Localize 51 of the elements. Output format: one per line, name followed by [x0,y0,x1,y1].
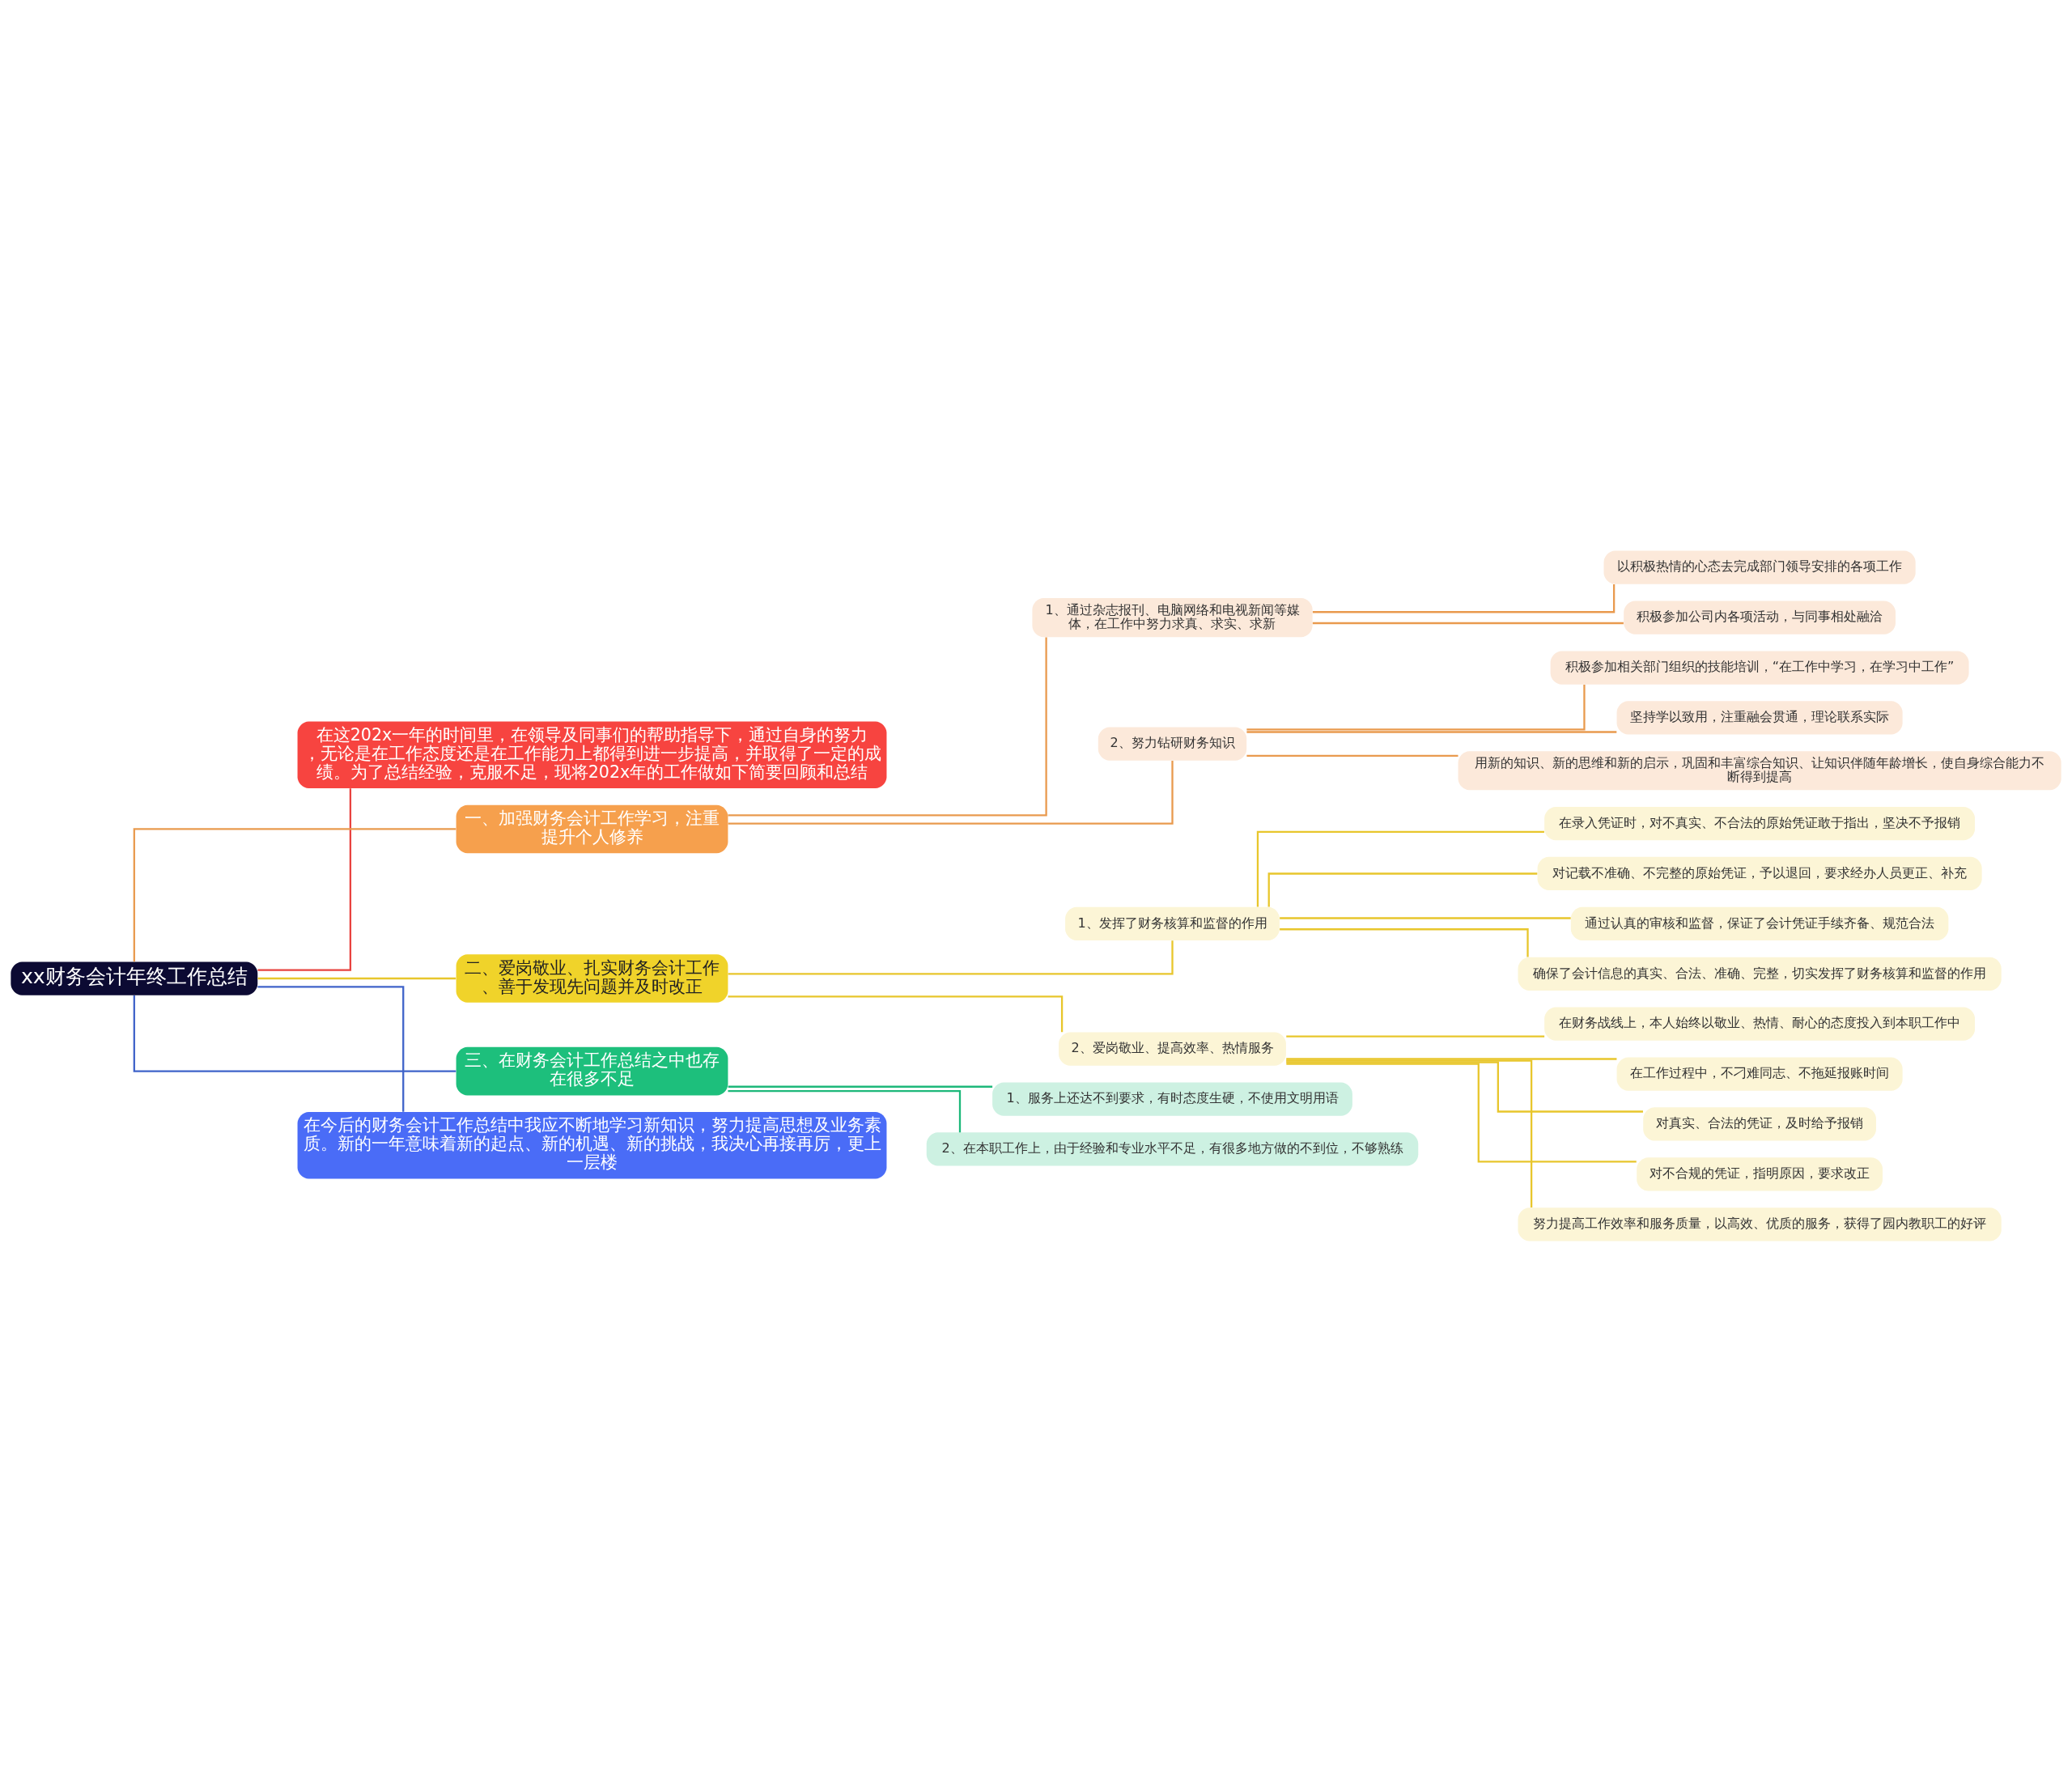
node-box: 2、努力钻研财务知识 [1098,726,1247,761]
node-box: 2、在本职工作上，由于经验和专业水平不足，有很多地方做的不到位，不够熟练 [926,1131,1419,1166]
node-box: 一、加强财务会计工作学习，注重提升个人修养 [456,804,728,853]
connector [1246,684,1586,731]
connector [728,995,1064,1032]
node-box: 对真实、合法的凭证，及时给予报销 [1643,1106,1876,1141]
node-box: 1、服务上还达不到要求，有时态度生硬，不使用文明用语 [992,1081,1352,1116]
connector [1246,754,1458,757]
connector [1246,730,1617,733]
node-box: 通过认真的审核和监督，保证了会计凭证手续齐备、规范合法 [1570,906,1949,940]
node-box: 在录入凭证时，对不真实、不合法的原始凭证敢于指出，坚决不予报销 [1544,806,1976,840]
node-box: 以积极热情的心态去完成部门领导安排的各项工作 [1603,550,1916,584]
connector [257,985,405,1112]
connector [728,636,1047,816]
connector [1312,622,1624,624]
connector [728,1089,962,1132]
connector [257,977,456,979]
node-box: 在这202x一年的时间里，在领导及同事们的帮助指导下，通过自身的努力，无论是在工作态度还是在工作能力上都得到进一步提高，并取得了一定的成绩。为了总结经验，克服不足，现将202x年的工作做如下简要回顾和总结 [297,721,887,788]
connector [1286,1061,1643,1113]
connector [1286,1035,1545,1038]
node-box: 在财务战线上，本人始终以敬业、热情、耐心的态度投入到本职工作中 [1544,1007,1976,1041]
node-box: 努力提高工作效率和服务质量，以高效、优质的服务，获得了园内教职工的好评 [1518,1207,2002,1241]
node-box: 在今后的财务会计工作总结中我应不断地学习新知识，努力提高思想及业务素质。新的一年意味着新的起点、新的机遇、新的挑战，我决心再接再厉，更上一层楼 [297,1111,887,1179]
node-box: 积极参加公司内各项活动，与同事相处融洽 [1624,601,1896,634]
node-box: 二、爱岗敬业、扎实财务会计工作、善于发现先问题并及时改正 [456,953,728,1003]
node-box: 1、通过杂志报刊、电脑网络和电视新闻等媒体，在工作中努力求真、求实、求新 [1032,597,1313,637]
node-box: 三、在财务会计工作总结之中也存在很多不足 [456,1046,728,1095]
connector [1280,927,1529,957]
connector [133,827,456,961]
node-box: 积极参加相关部门组织的技能培训，“在工作中学习，在学习中工作” [1550,650,1969,685]
node-box: 在工作过程中，不刁难同志、不拖延报账时间 [1616,1056,1903,1091]
node-box: 1、发挥了财务核算和监督的作用 [1065,906,1280,940]
connector [1312,584,1616,613]
node-box: 2、爱岗敬业、提高效率、热情服务 [1059,1032,1286,1066]
node-box: 坚持学以致用，注重融会贯通，理论联系实际 [1616,700,1903,735]
node-box: 对记载不准确、不完整的原始凭证，予以退回，要求经办人员更正、补充 [1537,856,1982,890]
connector [1256,830,1544,907]
connector [1267,872,1538,906]
connector [133,995,456,1072]
connector [1280,916,1571,919]
connector [728,1085,993,1088]
connector [728,760,1174,825]
connector [1286,1059,1533,1207]
connector [1286,1057,1617,1060]
connector [1286,1063,1637,1163]
node-box: xx财务会计年终工作总结 [11,961,258,995]
connector [257,787,352,971]
node-box: 对不合规的凭证，指明原因，要求改正 [1637,1157,1883,1190]
node-box: 用新的知识、新的思维和新的启示，巩固和丰富综合知识、让知识伴随年龄增长，使自身综合能力不断得到提高 [1458,750,2061,790]
connector [728,940,1174,974]
node-box: 确保了会计信息的真实、合法、准确、完整，切实发挥了财务核算和监督的作用 [1518,957,2002,991]
